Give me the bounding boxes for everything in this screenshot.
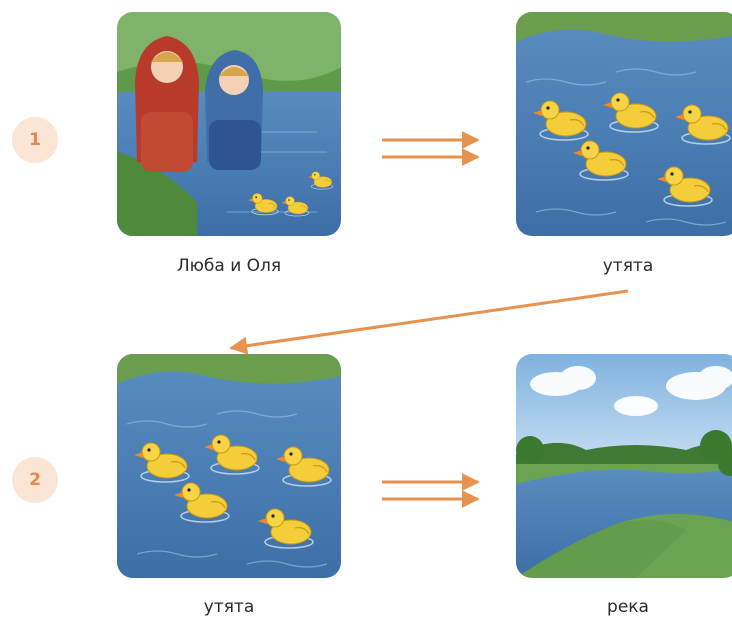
picture-girls-by-river: [117, 12, 341, 236]
picture-ducklings-row1: [516, 12, 732, 236]
caption-lyuba-i-olya: Люба и Оля: [176, 256, 282, 276]
caption-reka: река: [607, 597, 649, 617]
step-badge-2: 2: [12, 457, 58, 503]
caption-utyata-row2: утята: [203, 597, 255, 617]
picture-ducklings-row2: [117, 354, 341, 578]
step-badge-1: 1: [12, 117, 58, 163]
arrow-row1-to-row2: [229, 289, 629, 355]
caption-utyata-row1: утята: [602, 256, 654, 276]
picture-river: [516, 354, 732, 578]
